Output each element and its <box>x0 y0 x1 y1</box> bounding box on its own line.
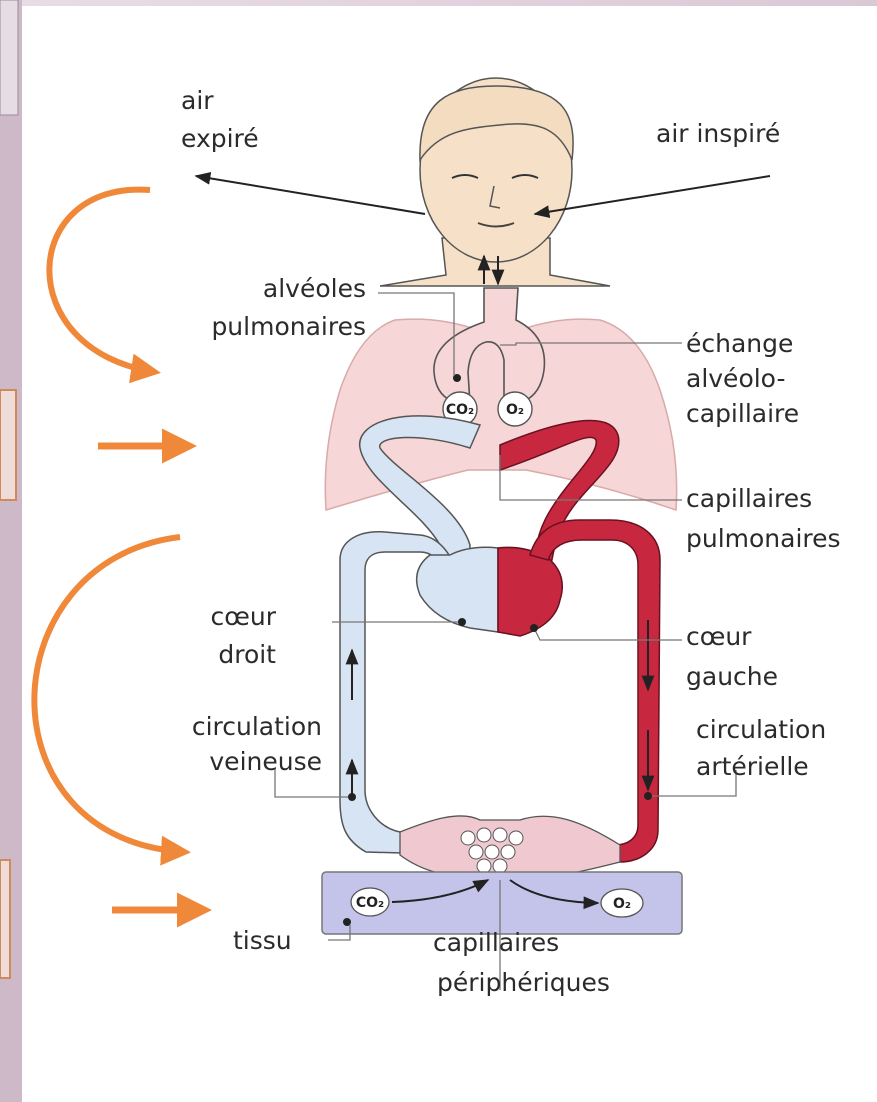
label-alveoles-2: pulmonaires <box>211 312 366 341</box>
label-capillaires-periph-2: périphériques <box>437 968 610 997</box>
label-circ-veineuse-2: veineuse <box>209 747 322 776</box>
label-alveoles-1: alvéoles <box>263 274 366 303</box>
tissue-marker-dot <box>343 918 351 926</box>
label-coeur-gauche-1: cœur <box>686 622 752 651</box>
right-heart-marker-dot <box>458 618 466 626</box>
arterial-marker-dot <box>644 792 652 800</box>
label-circ-arterielle-1: circulation <box>696 715 826 744</box>
label-echange-3: capillaire <box>686 399 799 428</box>
label-capillaires-pulm-1: capillaires <box>686 484 812 513</box>
alveolus-o2-label: O₂ <box>506 402 524 418</box>
left-heart-marker-dot <box>530 624 538 632</box>
venous-marker-dot <box>348 793 356 801</box>
label-coeur-droit-2: droit <box>218 640 276 669</box>
label-capillaires-periph-1: capillaires <box>433 928 559 957</box>
label-circ-veineuse-1: circulation <box>192 712 322 741</box>
label-echange-2: alvéolo- <box>686 364 785 393</box>
alveolus-co2-label: CO₂ <box>446 402 474 418</box>
label-coeur-gauche-2: gauche <box>686 662 778 691</box>
label-circ-arterielle-2: artérielle <box>696 752 809 781</box>
label-air-expire-2: expiré <box>181 124 259 153</box>
label-tissu: tissu <box>233 926 292 955</box>
label-air-expire-1: air <box>181 86 214 115</box>
left-tab-mid <box>0 390 16 500</box>
left-tab-bottom <box>0 860 10 978</box>
label-capillaires-pulm-2: pulmonaires <box>686 524 841 553</box>
tissue-co2-label: CO₂ <box>356 895 384 911</box>
tissue-o2-label: O₂ <box>613 896 631 912</box>
label-coeur-droit-1: cœur <box>211 602 277 631</box>
left-tab-top <box>0 0 18 115</box>
label-air-inspire: air inspiré <box>656 119 780 148</box>
label-echange-1: échange <box>686 329 793 358</box>
